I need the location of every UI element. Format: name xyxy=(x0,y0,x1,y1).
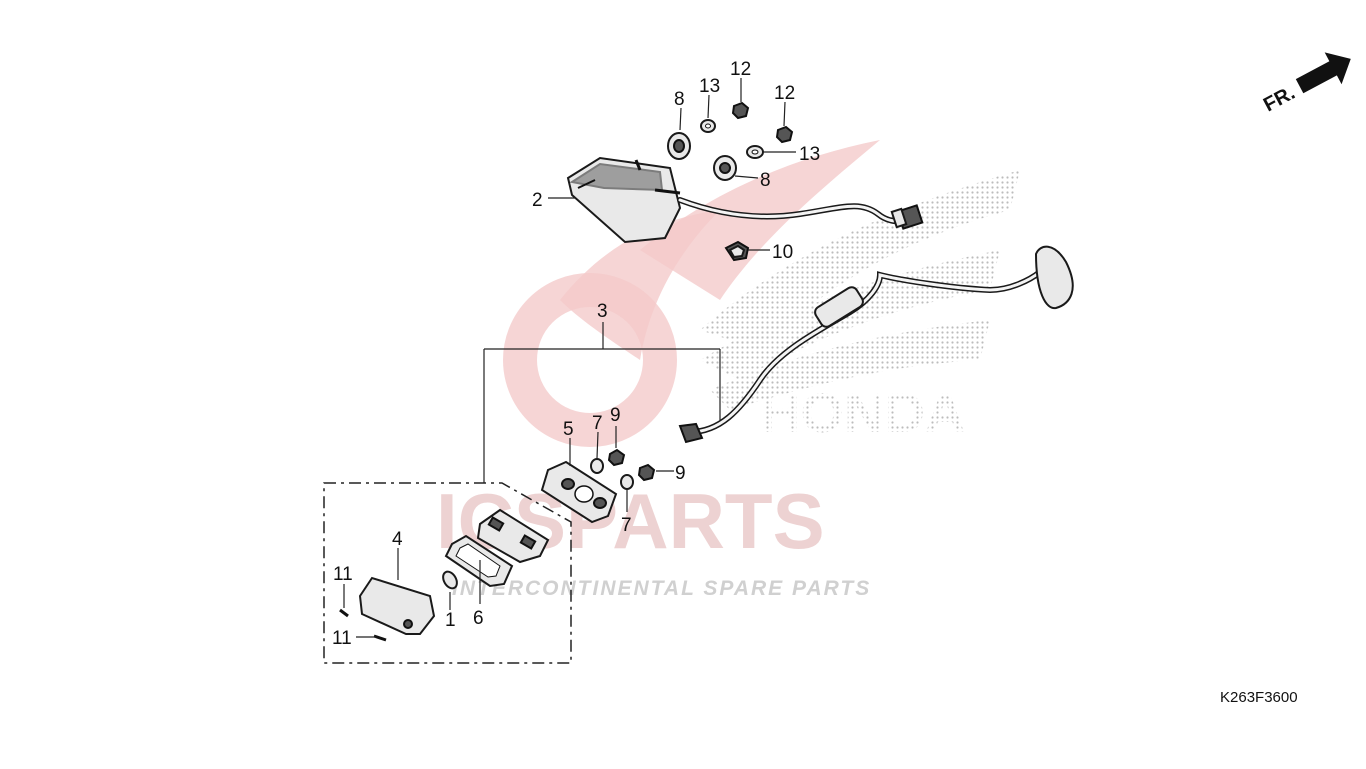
callout-8: 8 xyxy=(760,170,771,191)
nut-lower xyxy=(775,125,794,144)
callout-8: 8 xyxy=(674,89,685,110)
part-3-bracket xyxy=(483,322,721,483)
icsparts-tagline: INTERCONTINENTAL SPARE PARTS xyxy=(452,577,871,600)
license-light-harness xyxy=(678,245,1074,444)
callout-7: 7 xyxy=(592,413,603,434)
collar-upper xyxy=(590,458,604,474)
honda-watermark-text: HONDA xyxy=(760,381,965,444)
callout-6: 6 xyxy=(473,608,484,629)
nut-9-lower xyxy=(637,463,656,482)
nut-9-upper xyxy=(607,448,626,467)
callout-11: 11 xyxy=(332,628,352,649)
callout-5: 5 xyxy=(563,419,574,440)
license-light-subassembly xyxy=(323,482,572,664)
wire-clip xyxy=(724,240,750,262)
callout-11: 11 xyxy=(333,564,353,585)
collar-lower xyxy=(620,474,634,490)
nut-upper xyxy=(731,101,750,120)
callout-9: 9 xyxy=(610,405,621,426)
arrow-front-icon xyxy=(1295,52,1351,94)
reference-code: K263F3600 xyxy=(1220,689,1298,706)
mounting-plate xyxy=(540,460,618,524)
callout-3: 3 xyxy=(597,301,608,322)
tail-light-assembly xyxy=(566,156,924,244)
callout-labels: 8 13 12 12 13 8 2 10 3 5 7 9 9 7 4 11 11… xyxy=(332,59,820,649)
callout-2: 2 xyxy=(532,190,543,211)
washer-upper xyxy=(700,119,716,133)
grommet-upper xyxy=(667,132,691,160)
washer-lower xyxy=(746,145,764,159)
callout-12: 12 xyxy=(774,83,795,104)
callout-10: 10 xyxy=(772,242,793,263)
callout-13: 13 xyxy=(799,144,820,165)
callout-12: 12 xyxy=(730,59,751,80)
callout-4: 4 xyxy=(392,529,403,550)
callout-13: 13 xyxy=(699,76,720,97)
callout-7: 7 xyxy=(621,515,632,536)
front-direction-marker: FR. xyxy=(1260,52,1351,117)
leader-lines xyxy=(343,78,796,638)
direction-label: FR. xyxy=(1260,82,1299,117)
callout-1: 1 xyxy=(445,610,456,631)
grommet-lower xyxy=(713,155,737,181)
callout-9: 9 xyxy=(675,463,686,484)
